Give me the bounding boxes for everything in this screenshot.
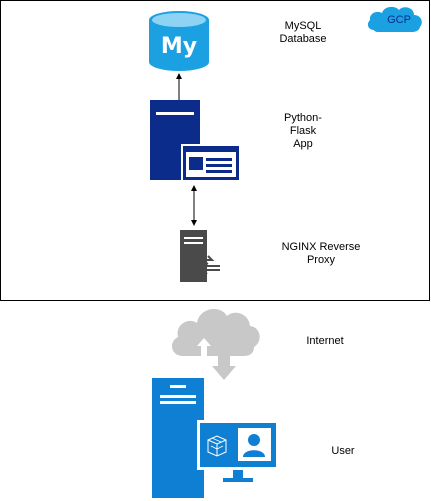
cloud-upload-download-icon	[171, 308, 260, 380]
flask-label: Python- Flask App	[284, 112, 322, 150]
reverse-proxy-server-icon	[180, 230, 220, 282]
gcp-cloud-icon	[367, 6, 422, 32]
user-label: User	[331, 445, 355, 457]
nginx-label: NGINX Reverse Proxy	[281, 241, 361, 266]
server-with-window-icon	[150, 100, 241, 182]
gcp-region-label: GCP	[387, 14, 411, 26]
internet-label: Internet	[306, 335, 344, 347]
svg-text:My: My	[161, 34, 197, 59]
mysql-database-icon: My	[149, 11, 209, 71]
mysql-label: MySQL Database	[279, 20, 327, 45]
user-workstation-icon	[152, 378, 279, 498]
gcp-boundary	[0, 0, 430, 301]
